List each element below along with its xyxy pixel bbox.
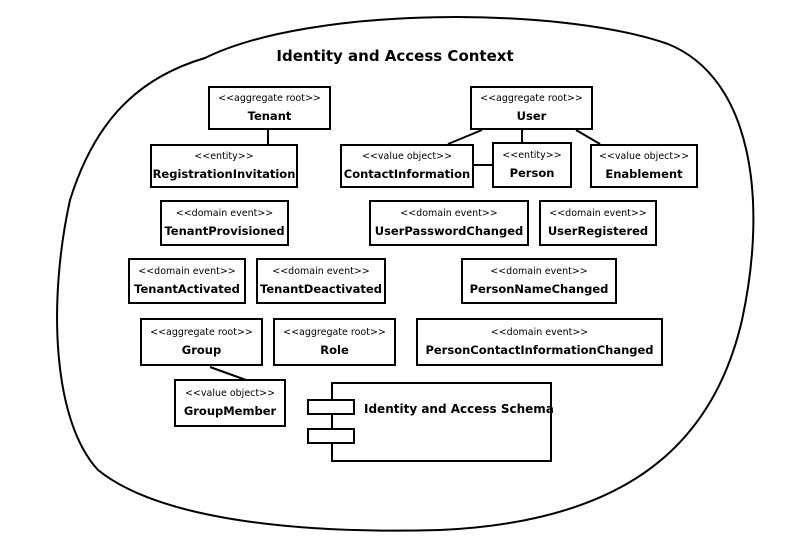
element-name: GroupMember (183, 403, 277, 418)
element-name: PersonNameChanged (469, 281, 609, 296)
bounded-context-outline (56, 16, 755, 532)
stereotype-label: <<aggregate root>> (218, 92, 321, 104)
stereotype-label: <<aggregate root>> (150, 326, 253, 338)
element-name: Group (181, 342, 222, 357)
context-title: Identity and Access Context (276, 47, 514, 65)
enablement-box[interactable]: <<value object>> Enablement (590, 144, 698, 188)
tenant-deactivated-box[interactable]: <<domain event>> TenantDeactivated (256, 258, 386, 304)
role-box[interactable]: <<aggregate root>> Role (273, 318, 396, 366)
tenant-provisioned-box[interactable]: <<domain event>> TenantProvisioned (160, 200, 289, 246)
element-name: Role (320, 342, 349, 357)
stereotype-label: <<entity>> (194, 150, 254, 162)
stereotype-label: <<domain event>> (400, 207, 498, 219)
element-name: TenantProvisioned (164, 223, 285, 238)
tenant-box[interactable]: <<aggregate root>> Tenant (208, 86, 331, 130)
element-name: ContactInformation (343, 166, 471, 181)
registration-invitation-box[interactable]: <<entity>> RegistrationInvitation (150, 144, 298, 188)
element-name: Tenant (247, 108, 292, 123)
stereotype-label: <<domain event>> (490, 326, 589, 338)
element-name: PersonContactInformationChanged (425, 342, 654, 357)
component-tab-bottom (307, 428, 355, 444)
stereotype-label: <<domain event>> (272, 265, 370, 277)
stereotype-label: <<aggregate root>> (283, 326, 386, 338)
group-member-box[interactable]: <<value object>> GroupMember (174, 379, 286, 427)
contact-information-box[interactable]: <<value object>> ContactInformation (340, 144, 474, 188)
element-name: RegistrationInvitation (152, 166, 296, 181)
element-name: TenantDeactivated (260, 281, 382, 296)
stereotype-label: <<value object>> (361, 150, 453, 162)
element-name: User (516, 108, 547, 123)
user-registered-box[interactable]: <<domain event>> UserRegistered (539, 200, 657, 246)
stereotype-label: <<domain event>> (175, 207, 274, 219)
user-contact-line (447, 129, 483, 145)
stereotype-label: <<value object>> (598, 150, 690, 162)
group-box[interactable]: <<aggregate root>> Group (140, 318, 263, 366)
element-name: UserRegistered (547, 223, 649, 238)
stereotype-label: <<domain event>> (138, 265, 236, 277)
person-contact-information-changed-box[interactable]: <<domain event>> PersonContactInformatio… (416, 318, 663, 366)
user-box[interactable]: <<aggregate root>> User (470, 86, 593, 130)
element-name: TenantActivated (134, 281, 240, 296)
stereotype-label: <<value object>> (184, 387, 276, 399)
person-name-changed-box[interactable]: <<domain event>> PersonNameChanged (461, 258, 617, 304)
schema-label: Identity and Access Schema (364, 402, 554, 416)
component-tab-top (307, 399, 355, 415)
element-name: UserPasswordChanged (374, 223, 524, 238)
person-box[interactable]: <<entity>> Person (492, 142, 572, 188)
connector-lines (209, 129, 601, 381)
user-enablement-line (575, 129, 601, 145)
schema-component[interactable] (331, 382, 552, 462)
tenant-activated-box[interactable]: <<domain event>> TenantActivated (128, 258, 246, 304)
stereotype-label: <<entity>> (502, 149, 562, 161)
group-member-line (209, 366, 247, 381)
stereotype-label: <<domain event>> (549, 207, 647, 219)
element-name: Enablement (605, 166, 683, 181)
user-password-changed-box[interactable]: <<domain event>> UserPasswordChanged (369, 200, 529, 246)
stereotype-label: <<aggregate root>> (480, 92, 583, 104)
stereotype-label: <<domain event>> (490, 265, 588, 277)
element-name: Person (509, 165, 555, 180)
